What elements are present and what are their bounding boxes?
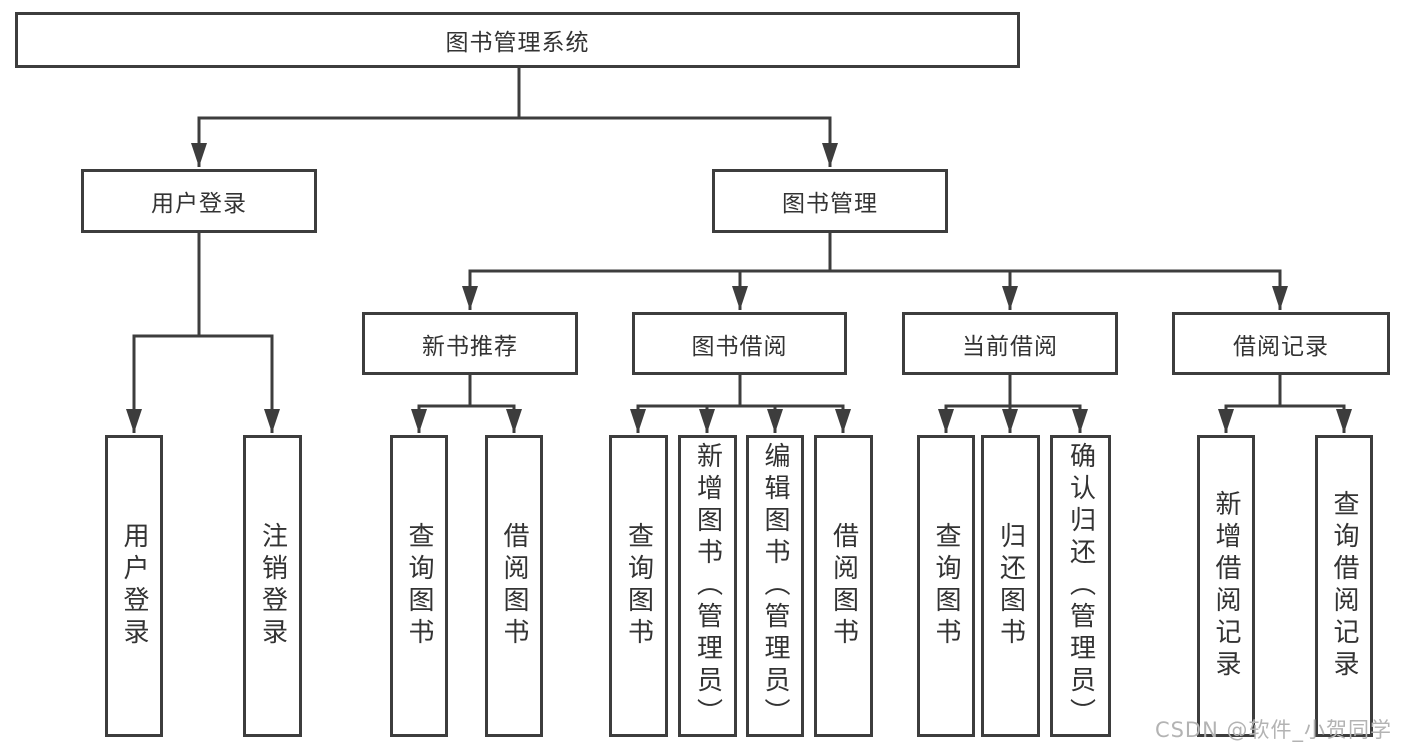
leaf-query-books-3: 查询图书 — [917, 435, 975, 737]
node-current-borrowing: 当前借阅 — [902, 312, 1118, 375]
csdn-watermark: CSDN @软件_小贺同学 — [1154, 718, 1392, 742]
leaf-query-books-1: 查询图书 — [390, 435, 448, 737]
node-borrowing-records: 借阅记录 — [1172, 312, 1390, 375]
node-user-login-branch: 用户登录 — [81, 169, 317, 233]
node-book-borrowing: 图书借阅 — [632, 312, 847, 375]
leaf-add-books-admin: 新增图书（管理员） — [678, 435, 737, 737]
node-book-management-branch: 图书管理 — [712, 169, 948, 233]
leaf-add-borrow-record: 新增借阅记录 — [1197, 435, 1255, 737]
leaf-logout: 注销登录 — [243, 435, 302, 737]
node-new-book-recommendation: 新书推荐 — [362, 312, 578, 375]
leaf-borrow-books-2: 借阅图书 — [814, 435, 873, 737]
node-library-management-system: 图书管理系统 — [15, 12, 1020, 68]
leaf-user-login: 用户登录 — [105, 435, 163, 737]
leaf-edit-books-admin: 编辑图书（管理员） — [746, 435, 804, 737]
leaf-borrow-books-1: 借阅图书 — [485, 435, 543, 737]
leaf-return-books: 归还图书 — [981, 435, 1040, 737]
leaf-confirm-return-admin: 确认归还（管理员） — [1050, 435, 1111, 737]
leaf-query-books-2: 查询图书 — [609, 435, 668, 737]
leaf-query-borrow-record: 查询借阅记录 — [1315, 435, 1373, 737]
